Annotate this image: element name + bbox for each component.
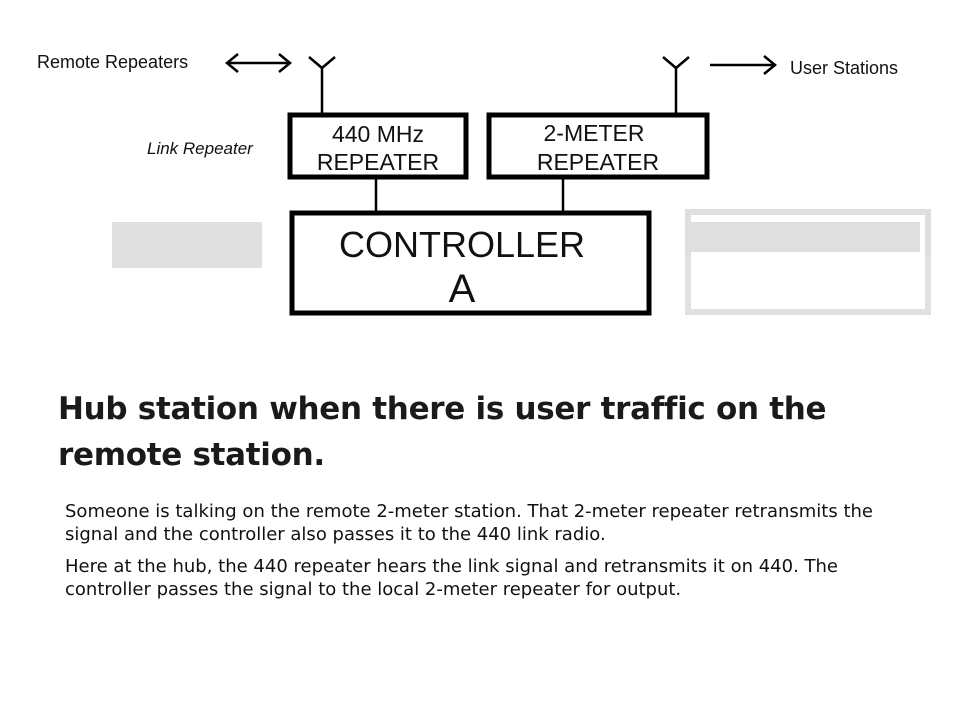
box-2m-repeater bbox=[486, 112, 710, 180]
repeater-diagram: Remote Repeaters User Stations Link Rep bbox=[0, 0, 960, 340]
antenna-icon-440 bbox=[308, 56, 336, 114]
link-repeater-label: Link Repeater bbox=[147, 139, 254, 158]
remote-repeaters-label: Remote Repeaters bbox=[37, 52, 188, 72]
body-text: Someone is talking on the remote 2-meter… bbox=[65, 500, 925, 610]
box-2m-line2: REPEATER bbox=[537, 149, 659, 175]
box-440-repeater bbox=[287, 112, 469, 180]
paragraph-1: Someone is talking on the remote 2-meter… bbox=[65, 501, 873, 545]
slide-title: Hub station when there is user traffic o… bbox=[58, 391, 827, 473]
box-440-line1: 440 MHz bbox=[332, 121, 424, 147]
ghost-shapes bbox=[112, 209, 931, 315]
right-arrow-icon bbox=[710, 55, 777, 75]
bidirectional-arrow-icon bbox=[225, 53, 292, 73]
paragraph-2: Here at the hub, the 440 repeater hears … bbox=[65, 556, 838, 600]
connector-lines bbox=[374, 178, 565, 212]
box-440-line2: REPEATER bbox=[317, 149, 439, 175]
antenna-icon-2m bbox=[662, 56, 690, 114]
diagram-svg: Remote Repeaters User Stations Link Rep bbox=[37, 52, 931, 316]
box-2m-line1: 2-METER bbox=[544, 120, 645, 146]
user-stations-label: User Stations bbox=[790, 58, 898, 78]
controller-line2: A bbox=[449, 267, 476, 311]
controller-line1: CONTROLLER bbox=[339, 224, 585, 265]
controller-box bbox=[289, 210, 652, 316]
